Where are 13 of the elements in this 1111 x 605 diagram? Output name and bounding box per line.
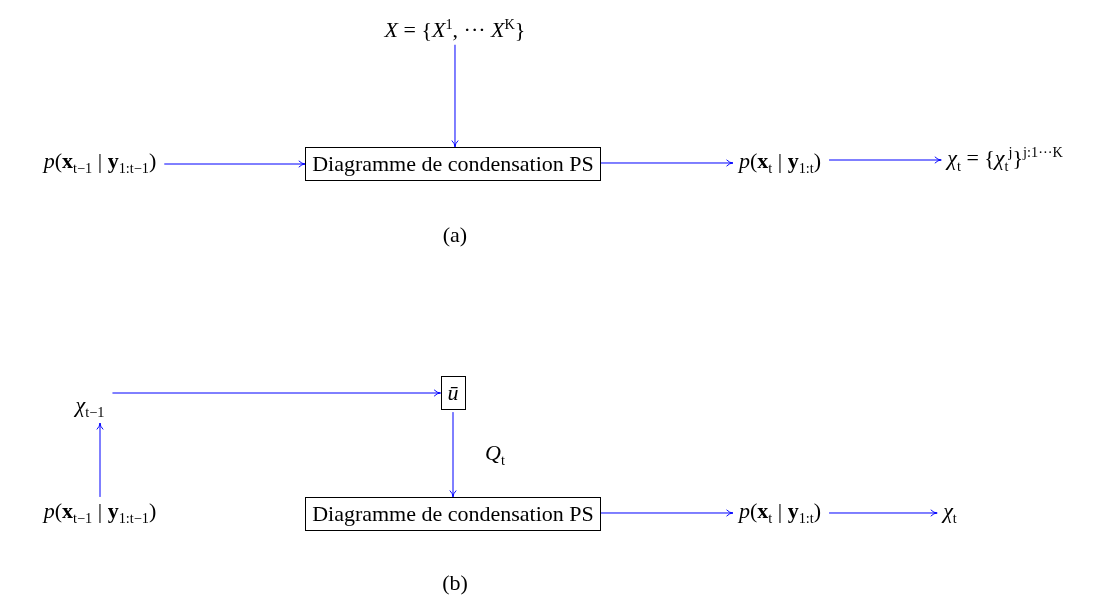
process-box: Diagramme de condensation PS — [305, 496, 601, 532]
process-box: Diagramme de condensation PS — [305, 146, 601, 182]
math-expression: p(x$_{t−1}$ | y$_{1:t−1}$) — [43, 498, 157, 528]
math-expression: X = {X$^{1}$, ··· X$^{K}$} — [384, 17, 526, 43]
math-expression: χ$_{t−1}$ — [75, 392, 105, 422]
math-expression: p(x$_{t}$ | y$_{1:t}$) — [738, 148, 822, 178]
subfigure-caption: (a) — [442, 222, 468, 248]
process-box: ū — [440, 375, 466, 411]
math-expression: χ$_{t}$ = {χ$_{t}$$^{j}$}$^{j:1···K}$ — [947, 145, 1063, 175]
math-expression: p(x$_{t}$ | y$_{1:t}$) — [738, 498, 822, 528]
subfigure-caption: (b) — [442, 570, 468, 596]
math-expression: χ$_{t}$ — [943, 498, 957, 528]
math-expression: p(x$_{t−1}$ | y$_{1:t−1}$) — [43, 148, 157, 178]
